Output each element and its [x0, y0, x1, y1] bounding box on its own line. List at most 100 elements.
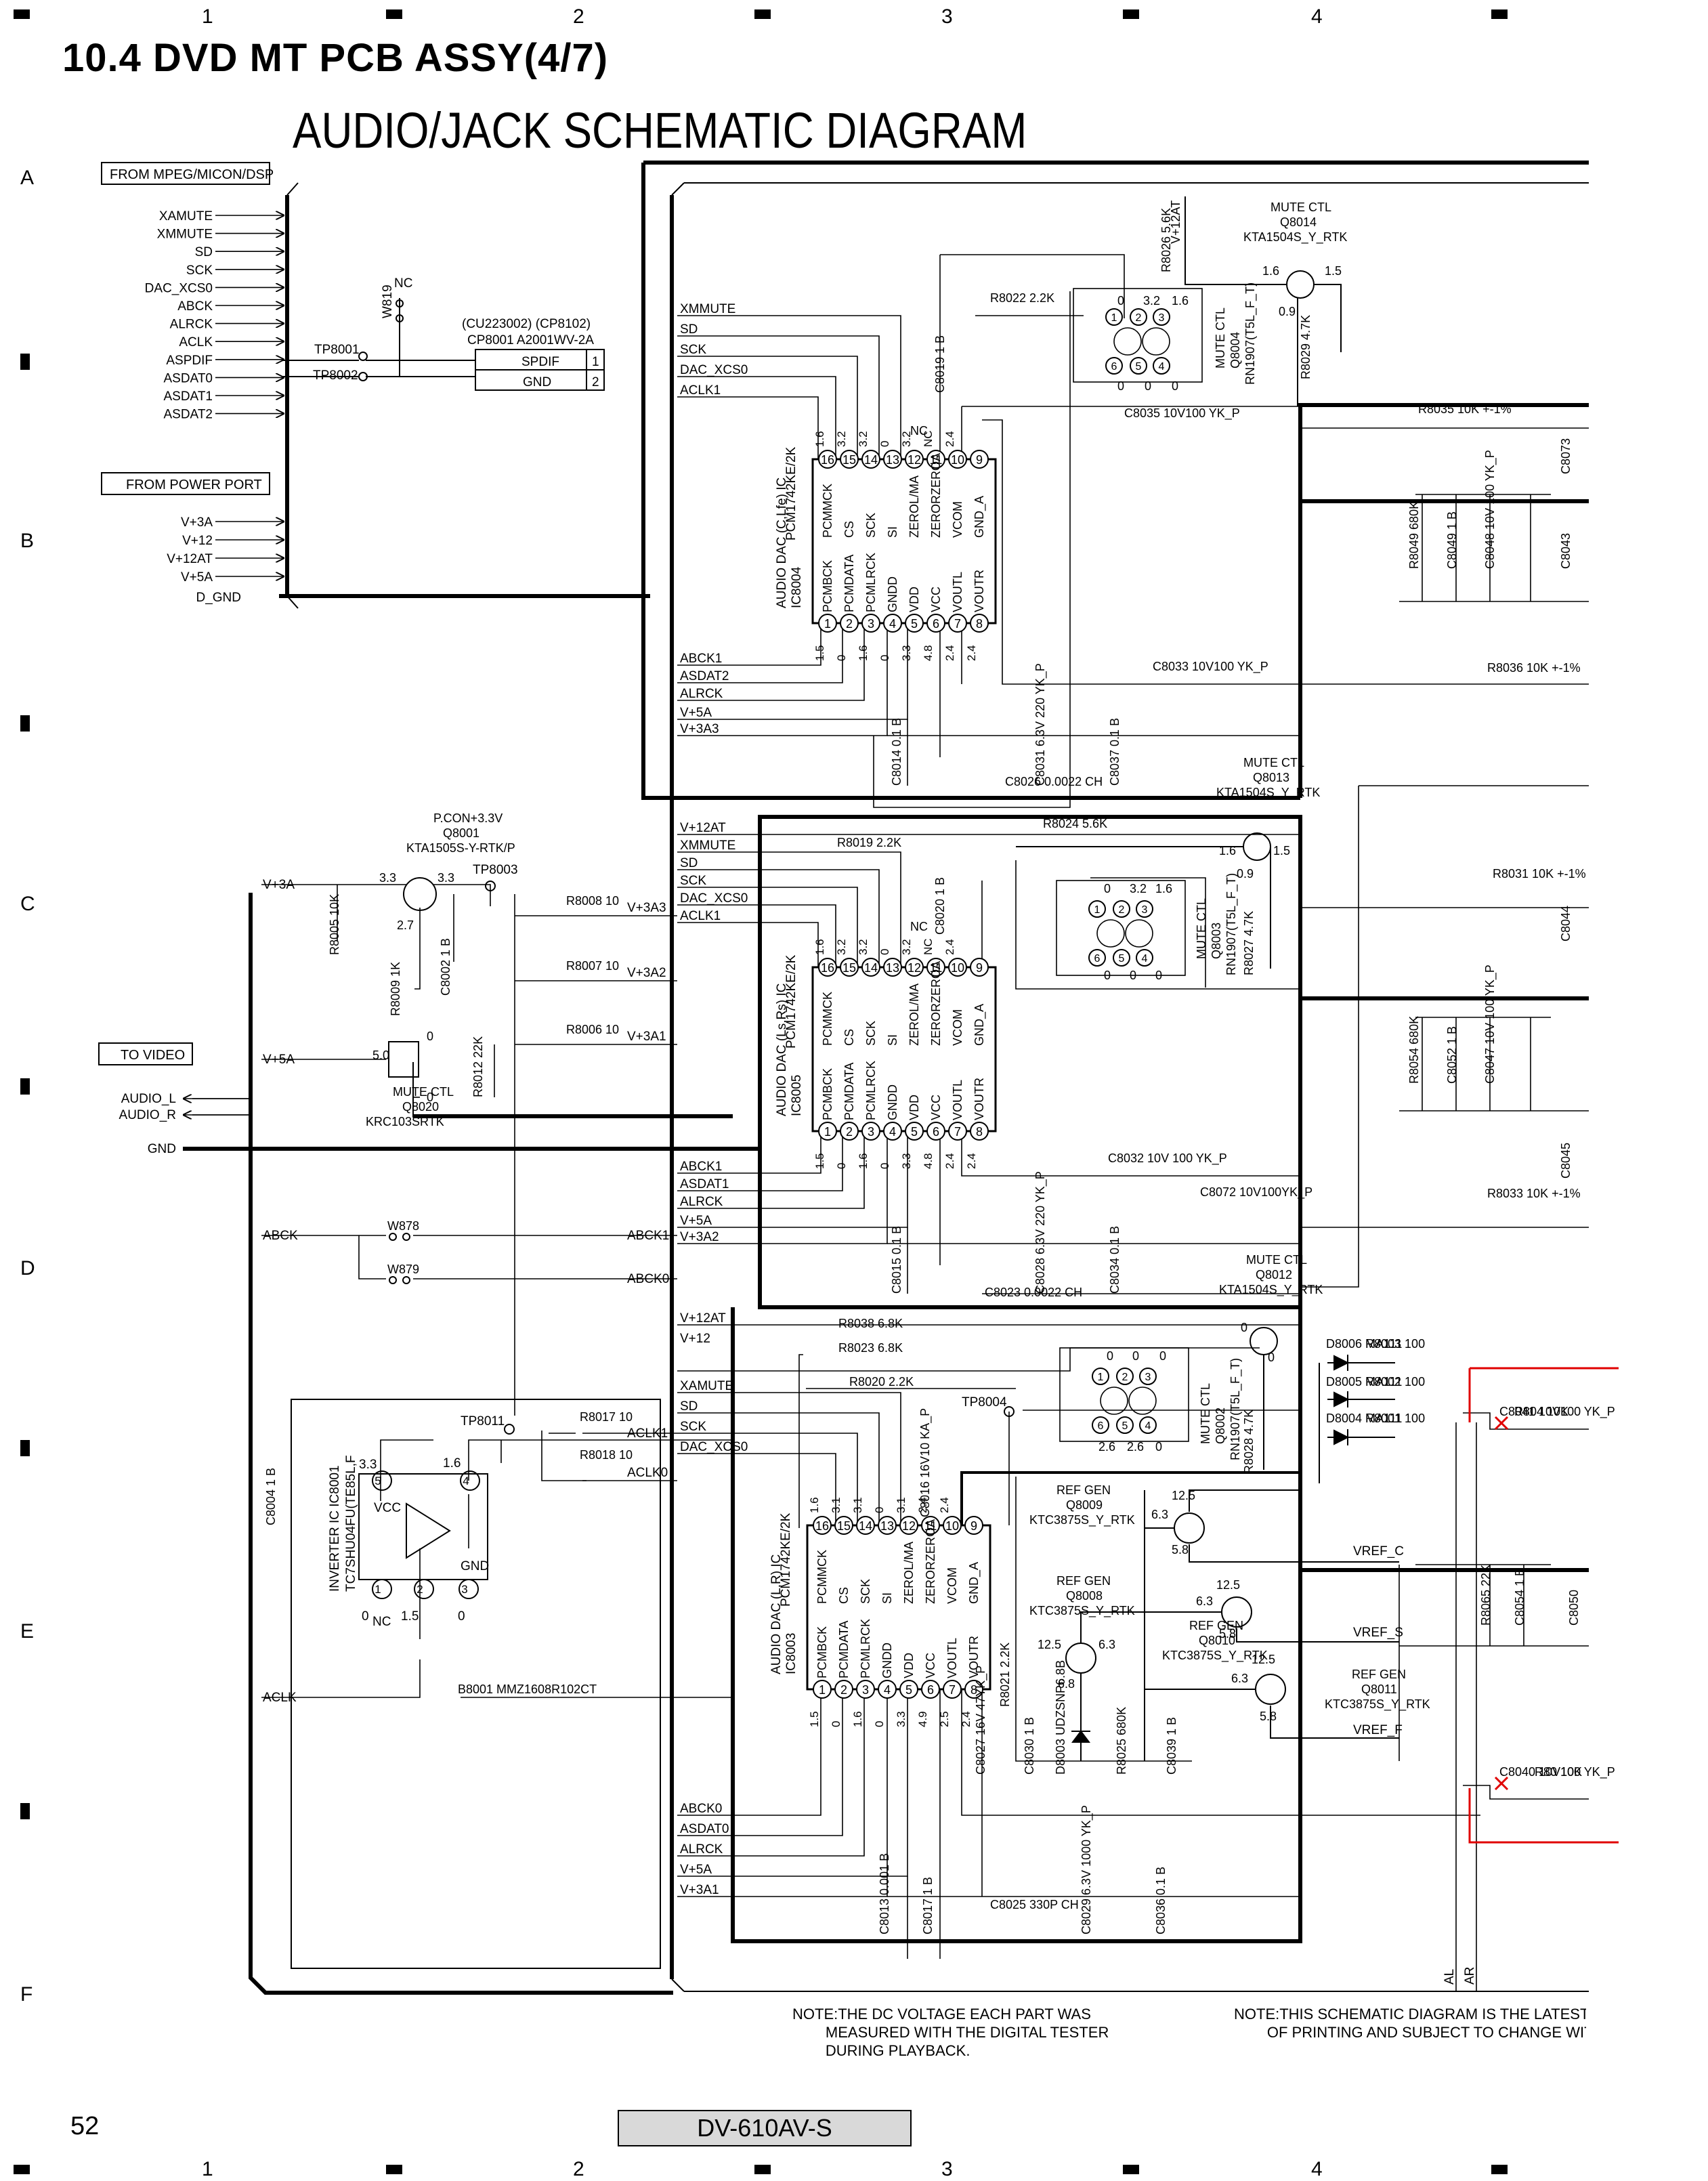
grid-col-3: 3: [941, 5, 953, 28]
ic-pin-voltage: 0: [873, 1507, 886, 1513]
q-pin-number: 6: [1098, 1420, 1104, 1432]
ic-input-label: ACLK1: [680, 909, 721, 923]
ic-pin-name: PCMMCK: [821, 992, 834, 1046]
q-pin: [1116, 1416, 1134, 1434]
ic-input-label: ABCK1: [680, 1160, 722, 1174]
q-pin: [1088, 900, 1106, 918]
ic-pin-number: 4: [889, 617, 896, 631]
transistor-name: MUTE CTL: [1199, 1383, 1212, 1444]
component-d8006: D8006 MA111: [1326, 1337, 1402, 1351]
ic-pin-number: 10: [951, 961, 964, 975]
ic-pin-number: 13: [880, 1519, 894, 1533]
grid-mark: [754, 9, 771, 19]
transistor-part: RN1907(T5L_F_T): [1243, 282, 1258, 385]
q-pin: [1113, 900, 1130, 918]
inverter-pin: 2: [417, 1583, 423, 1596]
transistor-voltage: 0: [1145, 379, 1151, 393]
component-c8031: C8031 6.3V 220 YK_P: [1033, 663, 1048, 786]
ic-input-label: DAC_XCS0: [680, 363, 748, 377]
mpeg-signal-alrck: ALRCK: [170, 318, 213, 332]
grid-row-C: C: [20, 893, 35, 915]
power-signal-v+12: V+12: [182, 534, 213, 548]
ic-pin: [905, 958, 924, 977]
ic-pin: [970, 614, 989, 633]
mpeg-signal-asdat0: ASDAT0: [163, 371, 213, 385]
grid-mark: [1123, 9, 1139, 19]
q-pin-number: 5: [1136, 361, 1142, 373]
component-r8038: R8038 6.8K: [838, 1317, 903, 1330]
transistor-name: REF GEN: [1189, 1619, 1243, 1632]
net-vref-f: VREF_F: [1353, 1723, 1403, 1737]
ic-pin-name: PCMLRCK: [864, 553, 878, 612]
ic-pin-number: 11: [930, 453, 943, 467]
ic-pin-voltage: 1.5: [808, 1711, 821, 1727]
ic-pin-voltage: 3.2: [835, 431, 848, 447]
component-r8027: R8027 4.7K: [1242, 911, 1256, 975]
q-body: [1096, 919, 1125, 948]
component-d8003: D8003 UDZSNP6.8B: [1054, 1660, 1067, 1775]
component-c8045: C8045: [1559, 1143, 1573, 1179]
ic-pin-number: 3: [868, 617, 874, 631]
component-c8028: C8028 6.3V 220 YK_P: [1033, 1171, 1048, 1294]
q-body: [1100, 1386, 1128, 1415]
ic-input-label: SCK: [680, 343, 706, 357]
ic-pin-name: CS: [842, 521, 856, 538]
ic-pin-number: 15: [842, 453, 856, 467]
power-signal-v+3a: V+3A: [181, 515, 213, 530]
q-pin-number: 5: [1119, 953, 1125, 965]
component-c8019: C8019 1 B: [933, 335, 947, 393]
mpeg-signal-xmmute: XMMUTE: [157, 228, 213, 242]
power-box-label: FROM POWER PORT: [126, 478, 262, 492]
nc-label: NC: [910, 920, 928, 933]
grid-col-1-bottom: 1: [202, 2158, 213, 2180]
ic-pin: [943, 1516, 962, 1535]
q-pin-number: 2: [1136, 312, 1142, 324]
ic-pin-voltage: 0: [830, 1721, 842, 1727]
mpeg-box: [101, 162, 270, 185]
mpeg-signal-asdat2: ASDAT2: [163, 408, 213, 422]
ic-pin-number: 1: [824, 617, 831, 631]
ic-input-label: DAC_XCS0: [680, 1440, 748, 1454]
ic-input-label: ACLK1: [680, 383, 721, 398]
grid-col-4-bottom: 4: [1311, 2158, 1323, 2180]
component-c8048: C8048 10V 100 YK_P: [1483, 450, 1497, 569]
ic-pin: [818, 450, 837, 469]
grid-mark: [20, 1440, 30, 1456]
ic-pin-number: 9: [976, 453, 983, 467]
transistor-voltage: 6.3: [1151, 1508, 1168, 1521]
ic-pin-number: 7: [954, 617, 961, 631]
ic-pin-number: 9: [976, 961, 983, 975]
power-signal-v+12at: V+12AT: [167, 552, 213, 566]
transistor-voltage: 2.6: [1098, 1440, 1115, 1454]
transistor-voltage: 0: [1117, 294, 1124, 308]
ic-input-label: XAMUTE: [680, 1379, 733, 1393]
q-pin-number: 1: [1111, 312, 1117, 324]
ic-pin-voltage: 1.6: [857, 1153, 870, 1169]
ic-pin-name: ZEROL/MA: [908, 983, 921, 1046]
ic-pin-name: VOUTL: [951, 572, 964, 612]
q-pin-number: 4: [1159, 361, 1165, 373]
component-r8006: R8006 10: [566, 1023, 619, 1036]
transistor-voltage: 6.3: [1231, 1672, 1248, 1685]
ic-pin-number: 13: [886, 453, 899, 467]
transistor-name: MUTE CTL: [393, 1085, 454, 1099]
component-r8036: R8036 10K +-1%: [1487, 661, 1581, 675]
component-c8015: C8015 0.1 B: [890, 1226, 903, 1294]
ic-pin: [861, 450, 880, 469]
ic-pin-number: 5: [911, 1125, 918, 1139]
ic-pin-name: PCMDATA: [842, 1063, 856, 1120]
ic-pin-voltage: NC: [922, 938, 935, 955]
ic-pin-name: CS: [842, 1029, 856, 1046]
ic-pin: [921, 1516, 940, 1535]
component-c8025: C8025 330P CH: [990, 1898, 1079, 1911]
ic-input-label: SD: [680, 322, 698, 337]
component-c8037: C8037 0.1 B: [1108, 718, 1122, 786]
ic-pin-name: VOUTL: [945, 1638, 959, 1678]
ic-ref: IC8004: [790, 566, 804, 608]
ic-pin: [905, 614, 924, 633]
q-body: [1113, 327, 1142, 356]
ic-input-label: ASDAT0: [680, 1822, 729, 1836]
net-abck1: ABCK1: [627, 1229, 669, 1243]
transistor-ref: Q8004: [1229, 332, 1242, 368]
component-c8052: C8052 1 B: [1445, 1026, 1459, 1084]
